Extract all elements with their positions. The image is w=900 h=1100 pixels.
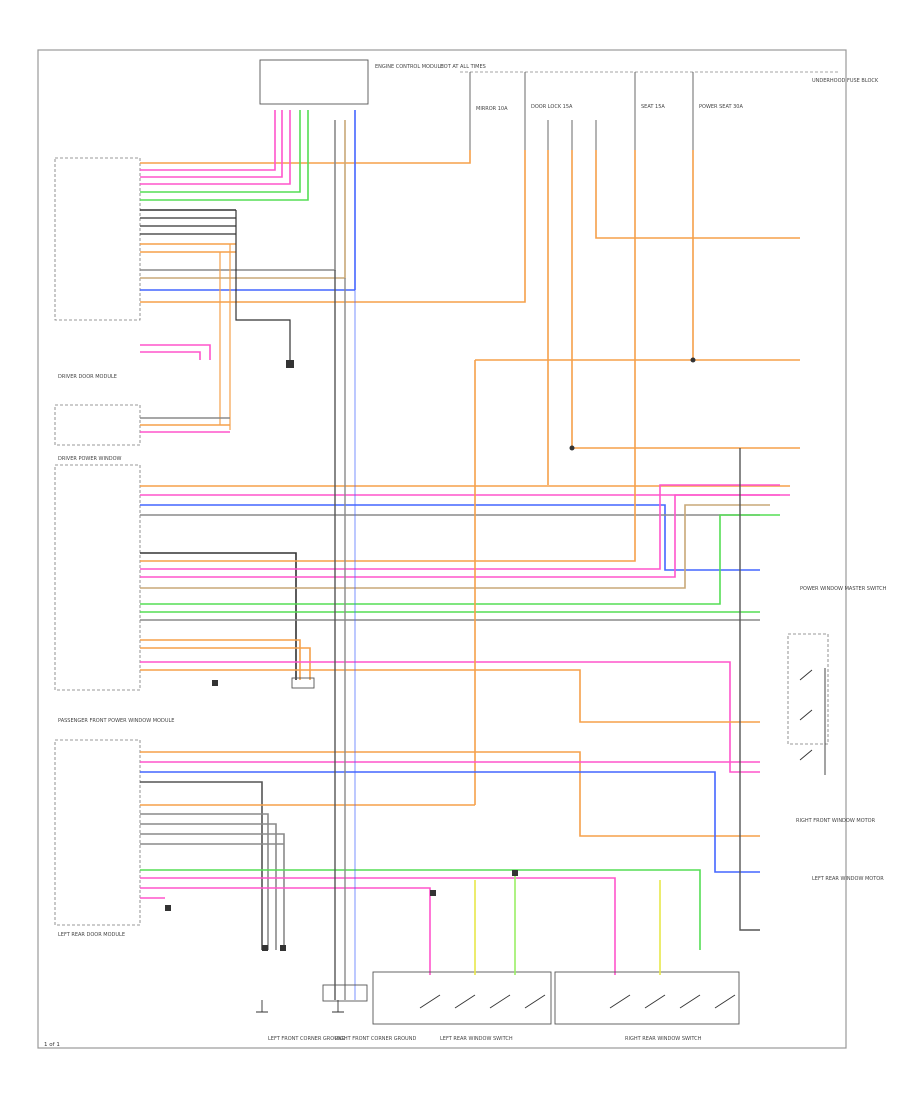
fuse-drops bbox=[469, 72, 694, 150]
master-switch-contacts bbox=[799, 668, 826, 775]
right-feed-wires bbox=[474, 150, 800, 805]
driver-door-label: DRIVER DOOR MODULE bbox=[58, 374, 117, 380]
left-rear-door-module-box bbox=[54, 739, 141, 926]
svg-text:SEAT 15A: SEAT 15A bbox=[641, 104, 665, 110]
bottom-switch-wires bbox=[474, 870, 661, 975]
driver-door-wires bbox=[140, 110, 526, 303]
passenger-module-label: PASSENGER FRONT POWER WINDOW MODULE bbox=[58, 718, 174, 724]
hot-at-all-times-label: HOT AT ALL TIMES bbox=[440, 64, 486, 70]
right-component-1: POWER WINDOW MASTER SWITCH bbox=[800, 586, 887, 592]
page-total: 1 bbox=[56, 1042, 60, 1048]
master-switch-box bbox=[787, 633, 829, 745]
passenger-module-wires bbox=[140, 150, 790, 773]
svg-text:MIRROR 10A: MIRROR 10A bbox=[476, 106, 508, 112]
fuse-block-label: UNDERHOOD FUSE BLOCK bbox=[812, 78, 879, 84]
bottom-switch-contacts bbox=[419, 994, 736, 1009]
lr-module-wires bbox=[140, 751, 760, 975]
lr-door-label: LEFT REAR DOOR MODULE bbox=[58, 932, 125, 938]
ground-symbols bbox=[256, 1000, 344, 1013]
driver-window-wires bbox=[140, 344, 230, 433]
driver-door-module-box bbox=[54, 157, 141, 321]
svg-text:POWER SEAT 30A: POWER SEAT 30A bbox=[699, 104, 743, 110]
diagram-frame bbox=[37, 49, 847, 1049]
engine-control-module-box bbox=[259, 59, 369, 105]
page-number: 1 bbox=[44, 1042, 48, 1048]
trunk-wires bbox=[334, 270, 760, 1000]
splice-dot-b bbox=[569, 445, 575, 451]
bottom-component-3: LEFT REAR WINDOW SWITCH bbox=[440, 1036, 513, 1042]
bottom-component-1: LEFT FRONT CORNER GROUND bbox=[268, 1036, 346, 1042]
svg-text:DOOR LOCK 15A: DOOR LOCK 15A bbox=[531, 104, 573, 110]
page-number-label: 1 of 1 bbox=[44, 1042, 60, 1048]
splice-dot-a bbox=[690, 357, 696, 363]
passenger-connector bbox=[291, 677, 315, 689]
bottom-component-4: RIGHT REAR WINDOW SWITCH bbox=[625, 1036, 702, 1042]
right-component-2: RIGHT FRONT WINDOW MOTOR bbox=[796, 818, 876, 824]
passenger-module-box bbox=[54, 464, 141, 691]
bottom-connector-box bbox=[322, 984, 368, 1002]
right-rear-switch-box bbox=[554, 971, 740, 1025]
engine-module-label: ENGINE CONTROL MODULE bbox=[375, 64, 443, 70]
bottom-component-2: RIGHT FRONT CORNER GROUND bbox=[335, 1036, 416, 1042]
fuse-labels: MIRROR 10A DOOR LOCK 15A SEAT 15A POWER … bbox=[476, 104, 743, 112]
left-rear-switch-box bbox=[372, 971, 552, 1025]
ground-splices bbox=[165, 870, 518, 951]
right-component-3: LEFT REAR WINDOW MOTOR bbox=[812, 876, 884, 882]
driver-window-label: DRIVER POWER WINDOW bbox=[58, 456, 122, 462]
driver-splice bbox=[219, 210, 294, 430]
driver-window-box bbox=[54, 404, 141, 446]
passenger-ground-splice bbox=[212, 680, 218, 686]
